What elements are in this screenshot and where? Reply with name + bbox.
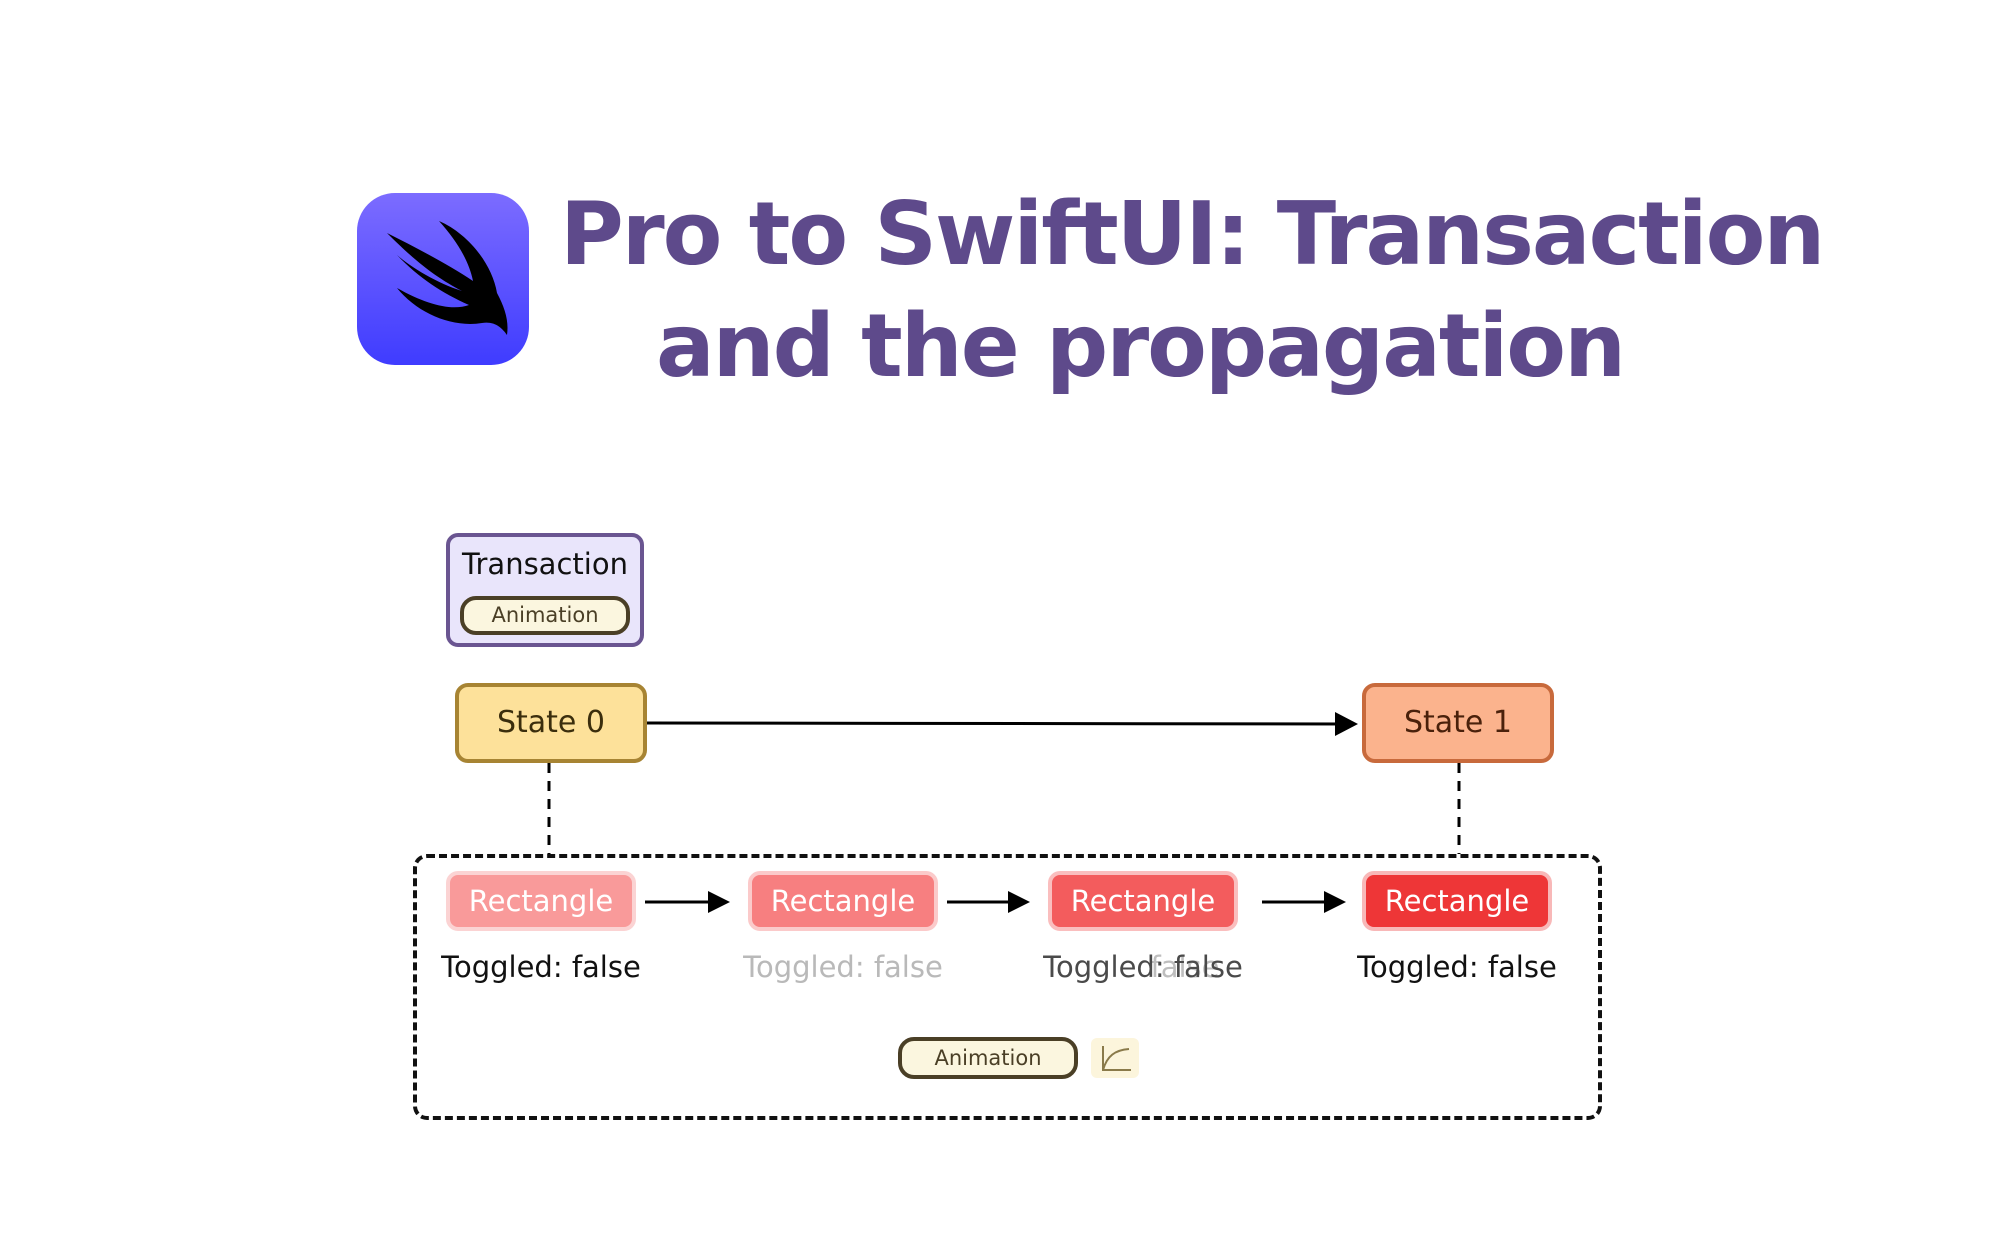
page-title: Pro to SwiftUI: Transaction and the prop…: [560, 178, 1825, 402]
rectangle-node-3: Rectangle: [1048, 871, 1238, 931]
render-frame: [413, 854, 1602, 1120]
transaction-label: Transaction: [462, 547, 628, 581]
title-line-2: and the propagation: [655, 295, 1626, 397]
transaction-animation-pill: Animation: [460, 596, 630, 635]
animation-pill: Animation: [898, 1037, 1078, 1079]
state-transition-arrowhead: [1335, 712, 1358, 736]
ease-curve-icon: [1091, 1038, 1139, 1078]
toggled-status-3-ghost: false: [1150, 950, 1220, 984]
rectangle-node-4: Rectangle: [1362, 871, 1552, 931]
state-1-node: State 1: [1362, 683, 1554, 763]
rect-arrow-1-head: [708, 891, 730, 913]
rectangle-node-2: Rectangle: [748, 871, 938, 931]
transaction-node: Transaction Animation: [446, 533, 644, 647]
rect-arrow-2-head: [1008, 891, 1030, 913]
toggled-status-4: Toggled: false: [1357, 950, 1557, 984]
state-transition-arrow: [646, 718, 1352, 729]
rectangle-node-1: Rectangle: [446, 871, 636, 931]
swift-bird-icon: [357, 193, 529, 365]
toggled-status-3: Toggled: false: [1043, 950, 1243, 984]
toggled-status-2: Toggled: false: [743, 950, 943, 984]
rect-arrow-3-head: [1324, 891, 1346, 913]
title-line-1: Pro to SwiftUI: Transaction: [560, 183, 1825, 285]
state-0-node: State 0: [455, 683, 647, 763]
toggled-status-1: Toggled: false: [441, 950, 641, 984]
